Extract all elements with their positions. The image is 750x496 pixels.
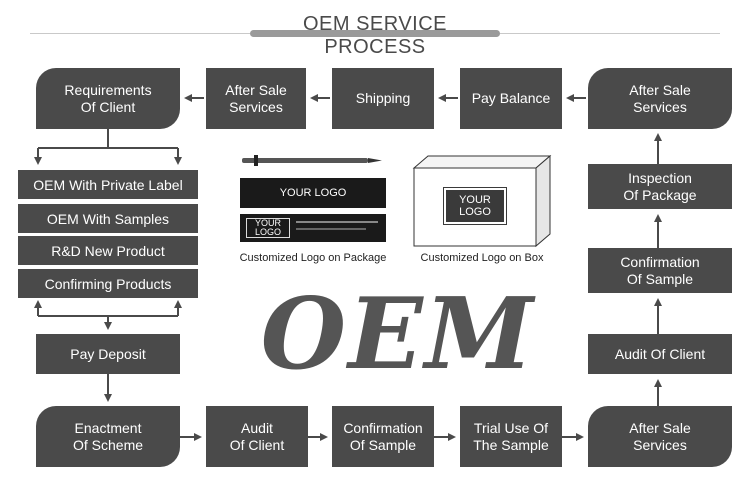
option-oem-with-samples: OEM With Samples (18, 204, 198, 233)
title-rule-left (30, 33, 250, 34)
step-after-sale-services-top-right: After Sale Services (588, 68, 732, 129)
option-confirming-products: Confirming Products (18, 269, 198, 298)
step-audit-of-client-right: Audit Of Client (588, 334, 732, 374)
step-trial-use-of-sample: Trial Use Of The Sample (460, 406, 562, 467)
package-detail-line (296, 221, 378, 223)
package-label-2: YOUR LOGO (240, 214, 386, 242)
package-label-logo-1: YOUR LOGO (240, 178, 386, 208)
step-after-sale-services-bottom: After Sale Services (588, 406, 732, 467)
step-requirements-of-client: Requirements Of Client (36, 68, 180, 129)
title-underline (250, 30, 500, 37)
step-after-sale-services-top-left: After Sale Services (206, 68, 306, 129)
pen-illustration (240, 154, 386, 168)
package-detail-line-2 (296, 228, 366, 230)
step-confirmation-of-sample-bottom: Confirmation Of Sample (332, 406, 434, 467)
step-inspection-of-package: Inspection Of Package (588, 164, 732, 209)
option-oem-private-label: OEM With Private Label (18, 170, 198, 199)
step-confirmation-of-sample-right: Confirmation Of Sample (588, 248, 732, 293)
oem-big-label: OEM (260, 277, 536, 392)
page-title: OEM SERVICE PROCESS (302, 13, 448, 58)
option-rd-new-product: R&D New Product (18, 236, 198, 265)
title-rule-right (500, 33, 720, 34)
package-logo-2: YOUR LOGO (246, 218, 290, 238)
package-caption: Customized Logo on Package (239, 252, 387, 264)
box-caption: Customized Logo on Box (420, 252, 544, 264)
step-pay-deposit: Pay Deposit (36, 334, 180, 374)
box-illustration: YOUR LOGO (412, 154, 552, 250)
box-logo: YOUR LOGO (443, 187, 507, 225)
step-audit-of-client-bottom: Audit Of Client (206, 406, 308, 467)
step-enactment-of-scheme: Enactment Of Scheme (36, 406, 180, 467)
step-shipping: Shipping (332, 68, 434, 129)
step-pay-balance: Pay Balance (460, 68, 562, 129)
